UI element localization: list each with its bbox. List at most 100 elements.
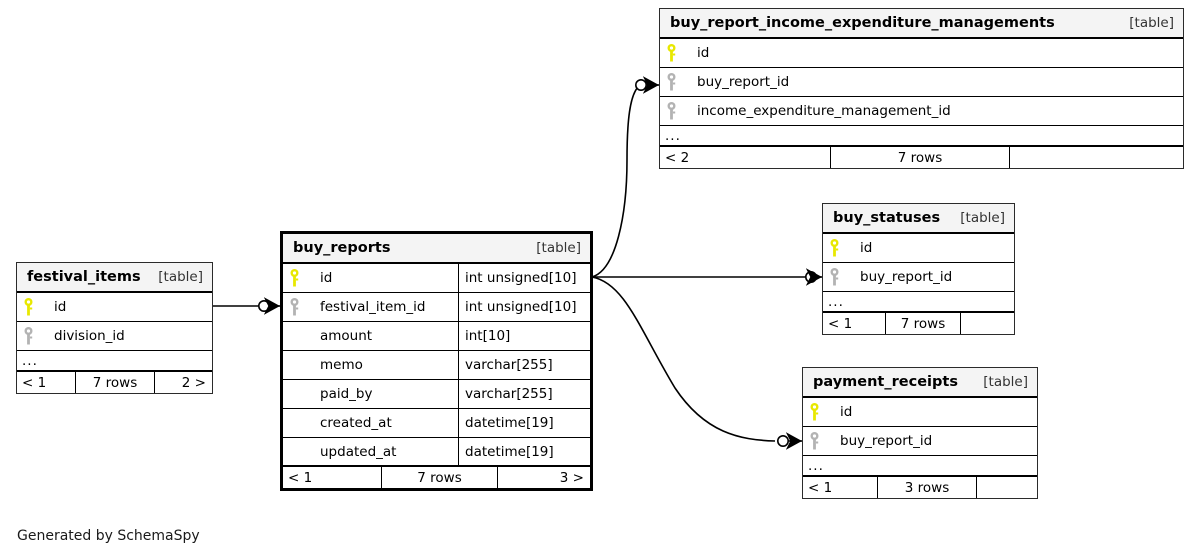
column-type: varchar[255] — [458, 380, 590, 408]
column-name: id — [860, 240, 873, 256]
column-type: datetime[19] — [458, 438, 590, 465]
table-header: buy_report_income_expenditure_management… — [660, 9, 1183, 39]
column-cell: paid_by — [283, 380, 458, 408]
column-cell: amount — [283, 322, 458, 350]
row-count: 7 rows — [75, 372, 155, 393]
table-row[interactable]: buy_report_id — [660, 68, 1183, 97]
table-title: payment_receipts — [813, 374, 958, 390]
table-festival-items[interactable]: festival_items [table] id — [16, 262, 213, 394]
foreign-key-icon — [667, 72, 689, 92]
table-buy-report-income-expenditure-managements[interactable]: buy_report_income_expenditure_management… — [659, 8, 1184, 169]
edge-buyreports-to-buystatuses — [592, 268, 822, 286]
column-cell: id — [17, 293, 212, 321]
table-row[interactable]: amount int[10] — [283, 322, 590, 351]
table-header: buy_reports [table] — [283, 234, 590, 264]
table-row[interactable]: buy_report_id — [823, 263, 1014, 292]
column-name: buy_report_id — [697, 74, 790, 90]
primary-key-icon — [290, 268, 312, 288]
table-header: payment_receipts [table] — [803, 368, 1037, 398]
table-footer: < 1 3 rows — [803, 477, 1037, 498]
table-footer: < 1 7 rows — [823, 313, 1014, 334]
column-cell: division_id — [17, 322, 212, 350]
foreign-key-icon — [810, 431, 832, 451]
table-row[interactable]: income_expenditure_management_id — [660, 97, 1183, 126]
table-type-tag: [table] — [960, 210, 1005, 226]
column-type: int unsigned[10] — [458, 293, 590, 321]
column-cell: id — [803, 398, 1037, 426]
column-cell: income_expenditure_management_id — [660, 97, 1183, 125]
child-tables-count[interactable] — [961, 313, 1014, 334]
table-row[interactable]: id int unsigned[10] — [283, 264, 590, 293]
column-cell: memo — [283, 351, 458, 379]
more-columns-indicator: ... — [17, 351, 212, 372]
child-tables-count[interactable] — [977, 477, 1037, 498]
table-row[interactable]: id — [823, 234, 1014, 263]
parent-tables-count[interactable]: < 1 — [288, 469, 313, 486]
child-tables-count[interactable] — [1010, 147, 1183, 168]
table-row[interactable]: paid_by varchar[255] — [283, 380, 590, 409]
table-title: buy_report_income_expenditure_management… — [670, 15, 1055, 31]
edge-festivalitems-to-buyreports — [213, 297, 280, 315]
column-name: id — [840, 404, 853, 420]
table-header: festival_items [table] — [17, 263, 212, 293]
column-name: id — [54, 299, 67, 315]
table-row[interactable]: festival_item_id int unsigned[10] — [283, 293, 590, 322]
table-buy-reports[interactable]: buy_reports [table] id int unsigned[10] — [280, 231, 593, 491]
table-type-tag: [table] — [158, 269, 203, 285]
table-row[interactable]: memo varchar[255] — [283, 351, 590, 380]
more-columns-indicator: ... — [660, 126, 1183, 147]
foreign-key-icon — [667, 101, 689, 121]
table-payment-receipts[interactable]: payment_receipts [table] id — [802, 367, 1038, 499]
column-cell: id — [283, 264, 458, 292]
table-type-tag: [table] — [983, 374, 1028, 390]
column-name: id — [320, 270, 333, 286]
table-row[interactable]: created_at datetime[19] — [283, 409, 590, 438]
column-name: amount — [320, 328, 373, 344]
table-row[interactable]: division_id — [17, 322, 212, 351]
column-cell: festival_item_id — [283, 293, 458, 321]
primary-key-icon — [810, 402, 832, 422]
parent-tables-count[interactable]: < 1 — [22, 374, 47, 391]
table-title: festival_items — [27, 269, 141, 285]
foreign-key-icon — [24, 326, 46, 346]
parent-tables-count[interactable]: < 1 — [828, 315, 853, 332]
column-name: updated_at — [320, 443, 397, 460]
column-name: festival_item_id — [320, 299, 426, 315]
child-tables-count[interactable]: 2 > — [181, 374, 206, 391]
column-name: created_at — [320, 415, 392, 431]
primary-key-icon — [667, 43, 689, 63]
column-cell: id — [823, 234, 1014, 262]
table-header: buy_statuses [table] — [823, 204, 1014, 234]
primary-key-icon — [24, 297, 46, 317]
row-count: 7 rows — [381, 467, 498, 488]
edge-buyreports-to-paymentreceipts — [591, 276, 802, 450]
table-row[interactable]: id — [17, 293, 212, 322]
column-name: paid_by — [320, 386, 373, 402]
table-buy-statuses[interactable]: buy_statuses [table] id — [822, 203, 1015, 335]
column-name: income_expenditure_management_id — [697, 103, 951, 119]
table-type-tag: [table] — [1129, 15, 1174, 31]
parent-tables-count[interactable]: < 1 — [808, 479, 833, 496]
column-name: id — [697, 45, 710, 61]
table-footer: < 2 7 rows — [660, 147, 1183, 168]
child-tables-count[interactable]: 3 > — [559, 469, 584, 486]
generator-credit: Generated by SchemaSpy — [17, 528, 200, 544]
more-columns-indicator: ... — [803, 456, 1037, 477]
row-count: 3 rows — [877, 477, 977, 498]
parent-tables-count[interactable]: < 2 — [665, 149, 690, 166]
table-row[interactable]: id — [660, 39, 1183, 68]
table-footer: < 1 7 rows 3 > — [283, 467, 590, 488]
table-row[interactable]: id — [803, 398, 1037, 427]
column-cell: id — [660, 39, 1183, 67]
table-footer: < 1 7 rows 2 > — [17, 372, 212, 393]
foreign-key-icon — [290, 297, 312, 317]
column-name: memo — [320, 357, 363, 373]
column-type: datetime[19] — [458, 409, 590, 437]
table-row[interactable]: updated_at datetime[19] — [283, 438, 590, 467]
edge-buyreports-to-incomeexpenditure — [591, 76, 659, 278]
table-row[interactable]: buy_report_id — [803, 427, 1037, 456]
primary-key-icon — [830, 238, 852, 258]
column-cell: buy_report_id — [660, 68, 1183, 96]
column-type: varchar[255] — [458, 351, 590, 379]
more-columns-indicator: ... — [823, 292, 1014, 313]
